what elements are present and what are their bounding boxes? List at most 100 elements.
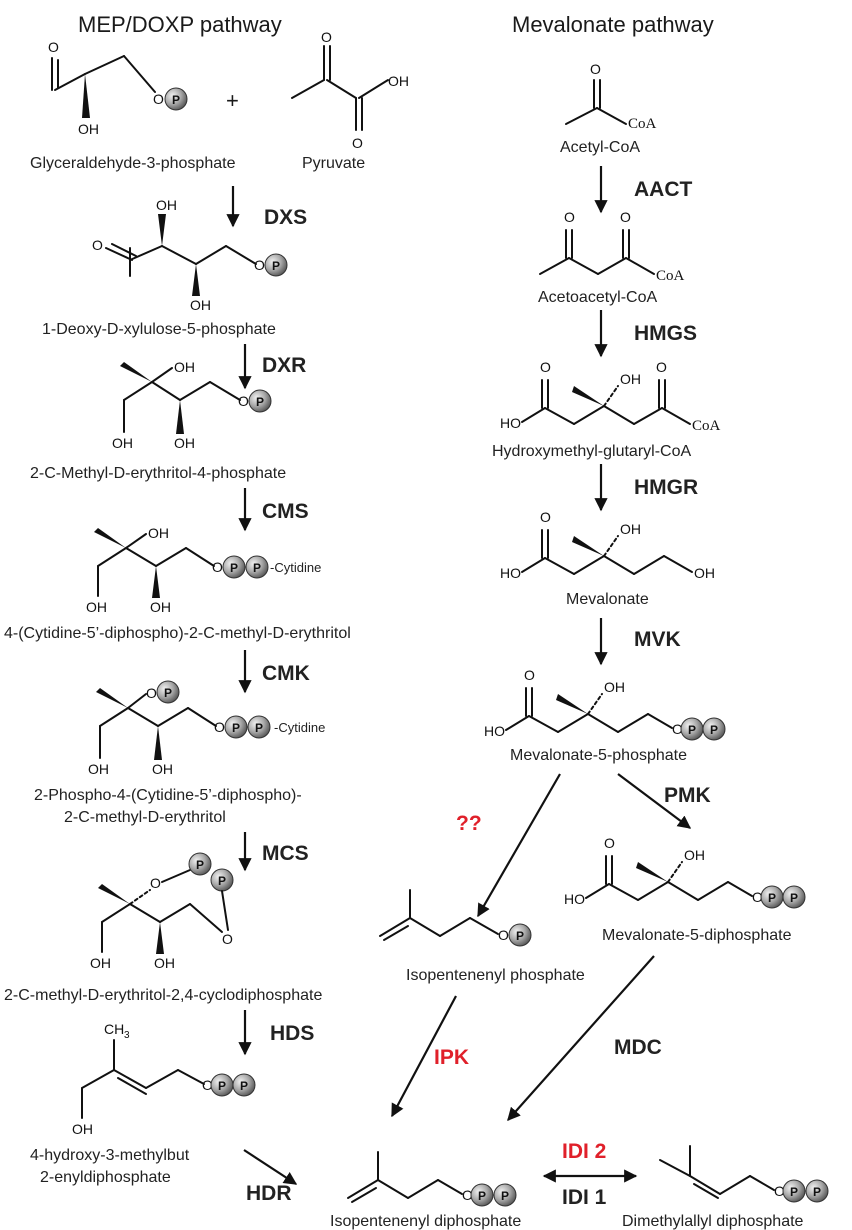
- svg-text:P: P: [218, 874, 226, 888]
- pyruvate-structure: O O OH: [291, 29, 409, 151]
- hmbpp-structure: CH 3 OH O P P: [72, 1021, 256, 1137]
- mev5p-structure: O HO OH O P P: [484, 667, 726, 741]
- atom-o: O: [153, 91, 164, 107]
- enzyme-mdc: MDC: [614, 1036, 662, 1059]
- svg-text:O: O: [462, 1187, 473, 1203]
- phosphate-ball: P: [224, 715, 248, 739]
- svg-text:OH: OH: [86, 599, 107, 615]
- svg-text:P: P: [196, 858, 204, 872]
- svg-text:P: P: [478, 1189, 486, 1203]
- ip-structure: O P: [379, 889, 532, 947]
- cdpme-label: 4-(Cytidine-5’-diphospho)-2-C-methyl-D-e…: [4, 625, 351, 642]
- svg-text:-Cytidine: -Cytidine: [270, 560, 321, 575]
- hmg-coa-structure: O HO OH O CoA: [500, 359, 721, 434]
- enzyme-mcs: MCS: [262, 842, 309, 865]
- svg-text:O: O: [321, 29, 332, 45]
- svg-text:O: O: [752, 889, 763, 905]
- acetyl-coa-label: Acetyl-CoA: [560, 139, 640, 156]
- mecpp-structure: O P P O OH OH: [90, 852, 234, 971]
- svg-text:O: O: [604, 835, 615, 851]
- acetoacetyl-coa-structure: O O CoA: [539, 209, 685, 284]
- svg-text:P: P: [710, 723, 718, 737]
- svg-text:O: O: [202, 1077, 213, 1093]
- svg-text:OH: OH: [604, 679, 625, 695]
- svg-text:P: P: [256, 395, 264, 409]
- svg-text:OH: OH: [154, 955, 175, 971]
- plus-sign: +: [226, 88, 239, 113]
- mev5p-label: Mevalonate-5-phosphate: [510, 747, 687, 764]
- left-title: MEP/DOXP pathway: [78, 12, 282, 37]
- enzyme-cmk: CMK: [262, 662, 310, 685]
- svg-text:HO: HO: [500, 415, 521, 431]
- right-title: Mevalonate pathway: [512, 12, 714, 37]
- enzyme-idi2: IDI 2: [562, 1140, 606, 1163]
- svg-text:O: O: [774, 1183, 785, 1199]
- enzyme-mvk: MVK: [634, 628, 681, 651]
- arrow-pmk: [617, 773, 692, 829]
- svg-text:O: O: [222, 931, 233, 947]
- arrow-unknown: [477, 773, 561, 918]
- enzyme-pmk: PMK: [664, 784, 711, 807]
- svg-text:3: 3: [124, 1030, 130, 1041]
- enzyme-idi1: IDI 1: [562, 1186, 607, 1209]
- ipp-structure: O P P: [347, 1151, 517, 1207]
- phosphate-ball: P: [210, 868, 234, 892]
- ipp-label: Isopentenenyl diphosphate: [330, 1213, 521, 1230]
- phosphate-ball: P: [470, 1183, 494, 1207]
- svg-text:OH: OH: [148, 525, 169, 541]
- mevalonate-label: Mevalonate: [566, 591, 649, 608]
- svg-text:OH: OH: [156, 197, 177, 213]
- svg-text:O: O: [498, 927, 509, 943]
- svg-text:OH: OH: [190, 297, 211, 313]
- enzyme-unknown: ??: [456, 812, 482, 835]
- svg-text:O: O: [92, 237, 103, 253]
- phosphate-ball: P: [264, 253, 288, 277]
- svg-text:CoA: CoA: [656, 268, 685, 284]
- hmbpp-label-line1: 4-hydroxy-3-methylbut: [30, 1147, 190, 1164]
- svg-text:P: P: [218, 1079, 226, 1093]
- svg-text:O: O: [540, 359, 551, 375]
- mep-structure: OH OH OH O P: [112, 359, 272, 451]
- phosphate-ball: P: [508, 923, 532, 947]
- svg-text:O: O: [150, 875, 161, 891]
- mev5pp-structure: O HO OH O P P: [564, 835, 806, 909]
- svg-text:O: O: [352, 135, 363, 151]
- svg-text:HO: HO: [500, 565, 521, 581]
- svg-text:CH: CH: [104, 1021, 124, 1037]
- svg-text:P: P: [688, 723, 696, 737]
- svg-text:P: P: [255, 721, 263, 735]
- dmapp-label: Dimethylallyl diphosphate: [622, 1213, 804, 1230]
- enzyme-dxs: DXS: [264, 206, 307, 229]
- svg-text:P: P: [501, 1189, 509, 1203]
- phosphate-ball: P: [493, 1183, 517, 1207]
- phosphate-ball: P: [232, 1073, 256, 1097]
- phosphate-ball: P: [782, 885, 806, 909]
- phosphate-ball: P: [247, 715, 271, 739]
- svg-text:CoA: CoA: [692, 418, 721, 434]
- ip-label: Isopentenenyl phosphate: [406, 967, 585, 984]
- svg-text:O: O: [524, 667, 535, 683]
- svg-text:OH: OH: [684, 847, 705, 863]
- svg-text:P: P: [272, 259, 280, 273]
- phosphate-ball: P: [156, 680, 180, 704]
- phosphate-ball: P: [805, 1179, 829, 1203]
- svg-text:O: O: [620, 209, 631, 225]
- acetyl-coa-structure: O CoA: [565, 61, 657, 132]
- phosphate-ball: P: [164, 87, 188, 111]
- phosphate-ball: P: [680, 717, 704, 741]
- pyruvate-label: Pyruvate: [302, 155, 365, 172]
- phosphate-ball: P: [760, 885, 784, 909]
- svg-text:OH: OH: [174, 359, 195, 375]
- svg-text:P: P: [768, 891, 776, 905]
- svg-text:P: P: [230, 561, 238, 575]
- hmg-coa-label: Hydroxymethyl-glutaryl-CoA: [492, 443, 691, 460]
- phosphate-ball: P: [245, 555, 269, 579]
- svg-text:OH: OH: [620, 371, 641, 387]
- svg-text:OH: OH: [694, 565, 715, 581]
- svg-text:P: P: [790, 891, 798, 905]
- enzyme-cms: CMS: [262, 500, 309, 523]
- svg-text:OH: OH: [152, 761, 173, 777]
- cdpmep-structure: O P OH OH O P P -Cytidine: [88, 680, 325, 777]
- svg-text:HO: HO: [484, 723, 505, 739]
- enzyme-aact: AACT: [634, 178, 692, 201]
